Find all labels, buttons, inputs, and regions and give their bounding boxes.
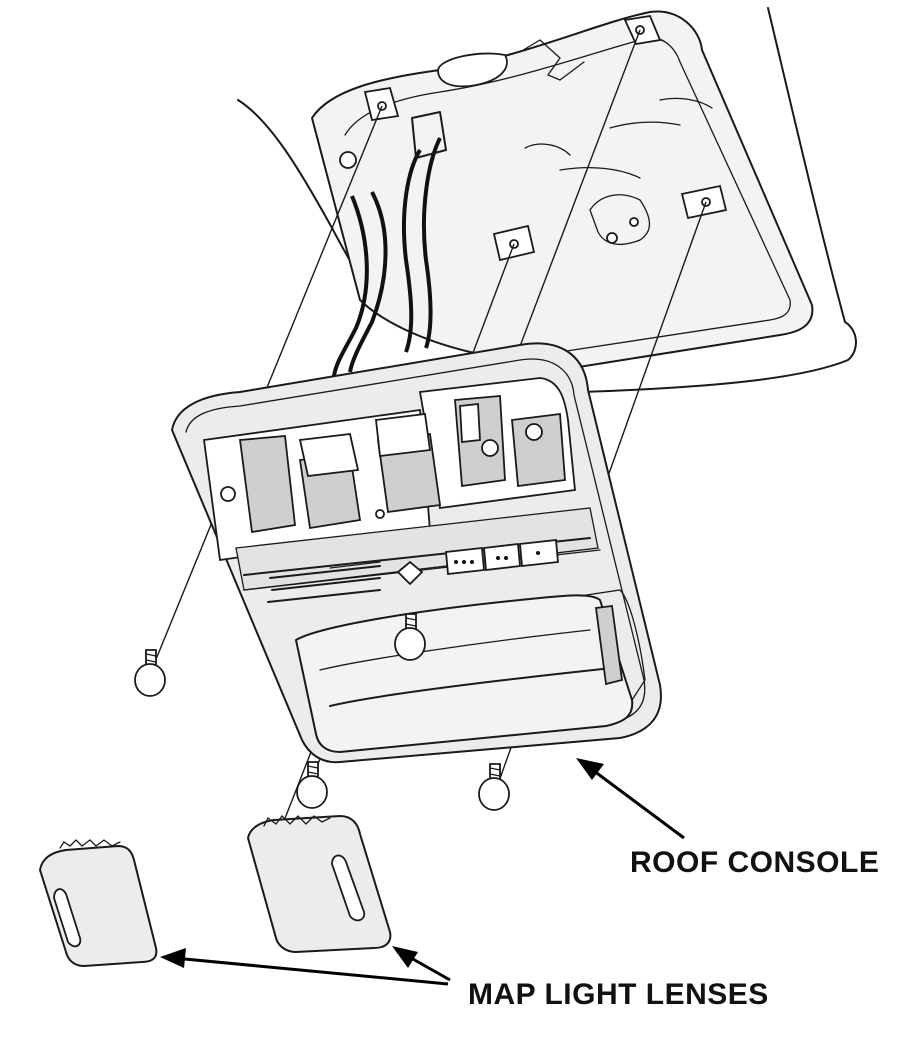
roof-console-label: ROOF CONSOLE xyxy=(630,846,880,879)
roof-console-arrow xyxy=(576,758,685,840)
map-light-lenses-arrow-right xyxy=(392,946,451,982)
roof-console xyxy=(171,342,662,764)
screw-center xyxy=(394,613,426,661)
screw-left xyxy=(134,649,166,697)
map-light-lens-left xyxy=(39,839,158,967)
map-light-lenses-label: MAP LIGHT LENSES xyxy=(468,978,769,1011)
screw-lower-left xyxy=(296,761,328,809)
wiring-harness xyxy=(332,111,447,377)
screw-lower-right xyxy=(478,763,510,811)
map-light-lenses-arrow-left xyxy=(160,948,449,986)
ceiling-mount-plate xyxy=(311,10,814,371)
map-light-lens-right xyxy=(247,815,392,953)
